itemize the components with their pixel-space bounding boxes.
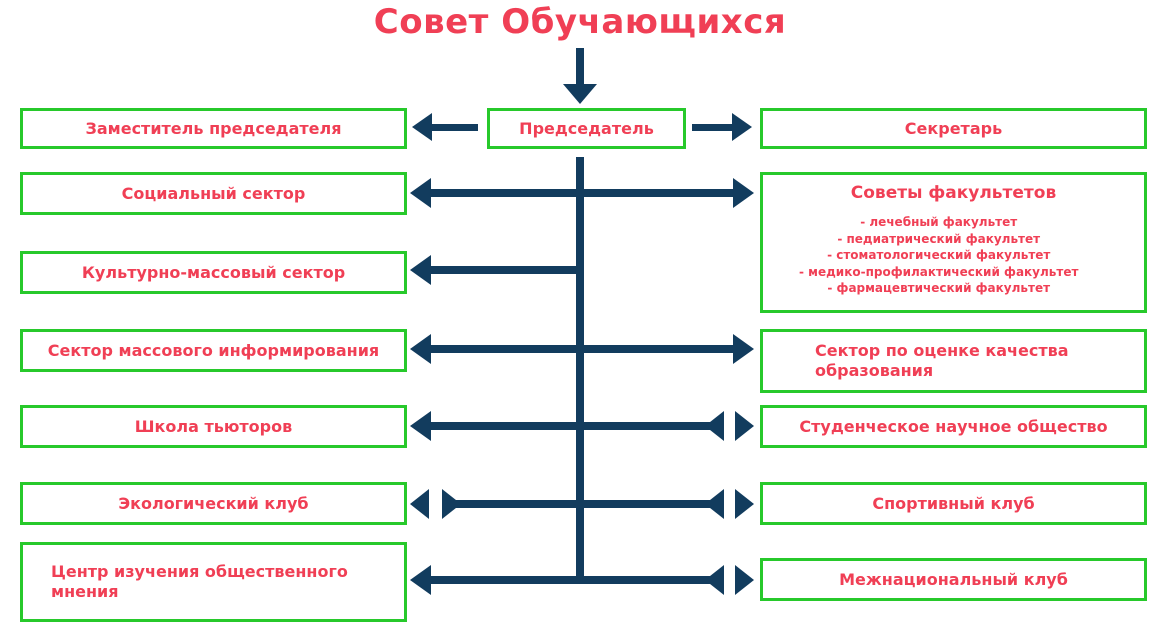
chairman-label: Председатель <box>519 118 654 138</box>
deputy-chairman-box: Заместитель председателя <box>20 108 407 149</box>
faculty-item: - стоматологический факультет <box>827 248 1051 263</box>
secretary-label: Секретарь <box>904 118 1003 138</box>
quality-sector-label: Сектор по оценке качества образования <box>815 341 1069 380</box>
faculty-item: - педиатрический факультет <box>837 231 1041 246</box>
ecology-club-label: Экологический клуб <box>118 493 309 513</box>
scientific-society-box: Студенческое научное общество <box>760 405 1147 448</box>
diagram-title: Совет Обучающихся <box>373 2 787 42</box>
information-sector-label: Сектор массового информирования <box>47 340 380 360</box>
tutors-school-box: Школа тьюторов <box>20 405 407 448</box>
opinion-center-label: Центр изучения общественного мнения <box>51 562 348 601</box>
faculty-councils-title: Советы факультетов <box>850 183 1057 203</box>
tutors-school-label: Школа тьюторов <box>134 416 293 436</box>
scientific-society-label: Студенческое научное общество <box>799 416 1108 436</box>
social-sector-box: Социальный сектор <box>20 172 407 215</box>
cultural-sector-label: Культурно-массовый сектор <box>81 262 346 282</box>
faculty-item: - лечебный факультет <box>860 215 1018 230</box>
faculty-item: - фармацевтический факультет <box>827 281 1051 296</box>
faculty-item: - медико-профилактический факультет <box>799 264 1079 279</box>
social-sector-label: Социальный сектор <box>121 183 306 203</box>
chairman-box: Председатель <box>487 108 686 149</box>
sport-club-box: Спортивный клуб <box>760 482 1147 525</box>
sport-club-label: Спортивный клуб <box>872 493 1035 513</box>
faculty-councils-box: Советы факультетов - лечебный факультет … <box>760 172 1147 313</box>
information-sector-box: Сектор массового информирования <box>20 329 407 372</box>
quality-sector-box: Сектор по оценке качества образования <box>760 329 1147 393</box>
secretary-box: Секретарь <box>760 108 1147 149</box>
opinion-center-box: Центр изучения общественного мнения <box>20 542 407 622</box>
deputy-chairman-label: Заместитель председателя <box>85 118 342 138</box>
international-club-box: Межнациональный клуб <box>760 558 1147 601</box>
international-club-label: Межнациональный клуб <box>839 569 1068 589</box>
faculty-list: - лечебный факультет - педиатрический фа… <box>763 214 1078 297</box>
ecology-club-box: Экологический клуб <box>20 482 407 525</box>
cultural-sector-box: Культурно-массовый сектор <box>20 251 407 294</box>
